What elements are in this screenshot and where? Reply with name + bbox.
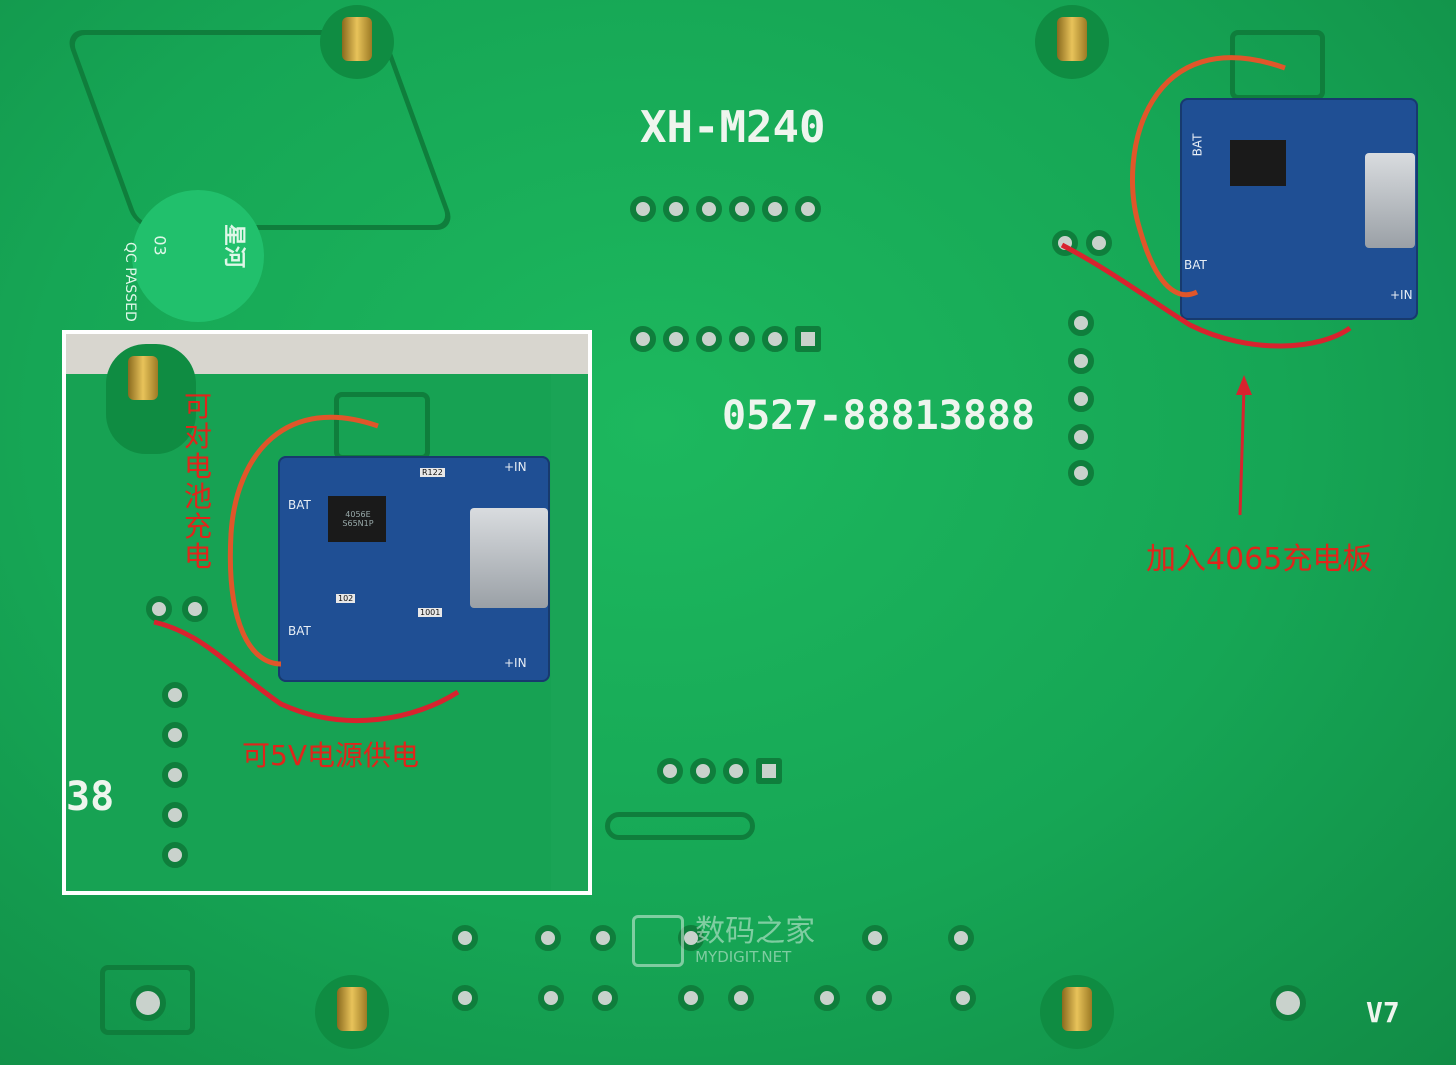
brass-standoff — [1035, 5, 1109, 79]
module-bat-label: BAT — [1184, 258, 1207, 272]
zoom-inset: 4056E S65N1P BAT BAT +IN +IN R122 102 10… — [62, 330, 592, 895]
charge-ic-chip — [328, 496, 386, 542]
module-bat-label: BAT — [288, 624, 311, 638]
orange-wire — [1130, 55, 1286, 298]
mount-pad — [130, 985, 166, 1021]
inset-jumper-wires — [153, 414, 460, 723]
resistor-label: R122 — [420, 468, 445, 477]
watermark-en: MYDIGIT.NET — [695, 948, 792, 966]
micro-usb-port — [1365, 153, 1415, 248]
red-wire — [153, 619, 460, 723]
brass-standoff — [315, 975, 389, 1049]
charging-module: BAT BAT +IN — [1180, 98, 1418, 320]
watermark-logo-icon — [632, 915, 684, 967]
inset-partial-digits: 38 — [66, 774, 115, 820]
brass-standoff — [1040, 975, 1114, 1049]
watermark: 数码之家 MYDIGIT.NET — [632, 915, 815, 967]
wire-pad — [146, 596, 172, 622]
board-phone-label: 0527-88813888 — [722, 393, 1036, 439]
board-trace — [100, 965, 195, 1035]
wire-pad — [1052, 230, 1078, 256]
main-annotation: 加入4065充电板 — [1146, 542, 1373, 577]
brass-standoff — [320, 5, 394, 79]
chip-marking: 4056E S65N1P — [342, 510, 374, 528]
board-version-label: V7 — [1366, 996, 1400, 1029]
module-in-label: +IN — [1390, 288, 1413, 302]
charge-ic-chip — [1230, 140, 1286, 186]
watermark-cn: 数码之家 — [695, 914, 816, 949]
module-bat-label: BAT — [288, 498, 311, 512]
resistor-label: 1001 — [418, 608, 443, 617]
red-wire — [1060, 242, 1352, 349]
annotation-arrowhead — [1236, 375, 1252, 395]
resistor-label: 102 — [336, 594, 356, 603]
board-trace — [1230, 30, 1325, 100]
wire-pad — [1086, 230, 1112, 256]
module-in-label: +IN — [504, 656, 527, 670]
wire-pad — [182, 596, 208, 622]
inset-bottom-annotation: 可5V电源供电 — [242, 739, 419, 772]
annotation-arrow — [1238, 387, 1246, 516]
charging-module-closeup: 4056E S65N1P BAT BAT +IN +IN R122 102 10… — [278, 456, 550, 682]
qc-stamp: QC PASSED 03 星河 — [122, 190, 264, 322]
board-trace — [605, 812, 755, 840]
brass-standoff — [106, 344, 196, 454]
mount-pad — [1270, 985, 1306, 1021]
orange-wire — [227, 414, 379, 667]
board-model-label: XH-M240 — [640, 102, 826, 153]
inset-vertical-annotation: 可对电池充电 — [184, 390, 213, 573]
micro-usb-port — [470, 508, 548, 608]
module-in-label: +IN — [504, 460, 527, 474]
